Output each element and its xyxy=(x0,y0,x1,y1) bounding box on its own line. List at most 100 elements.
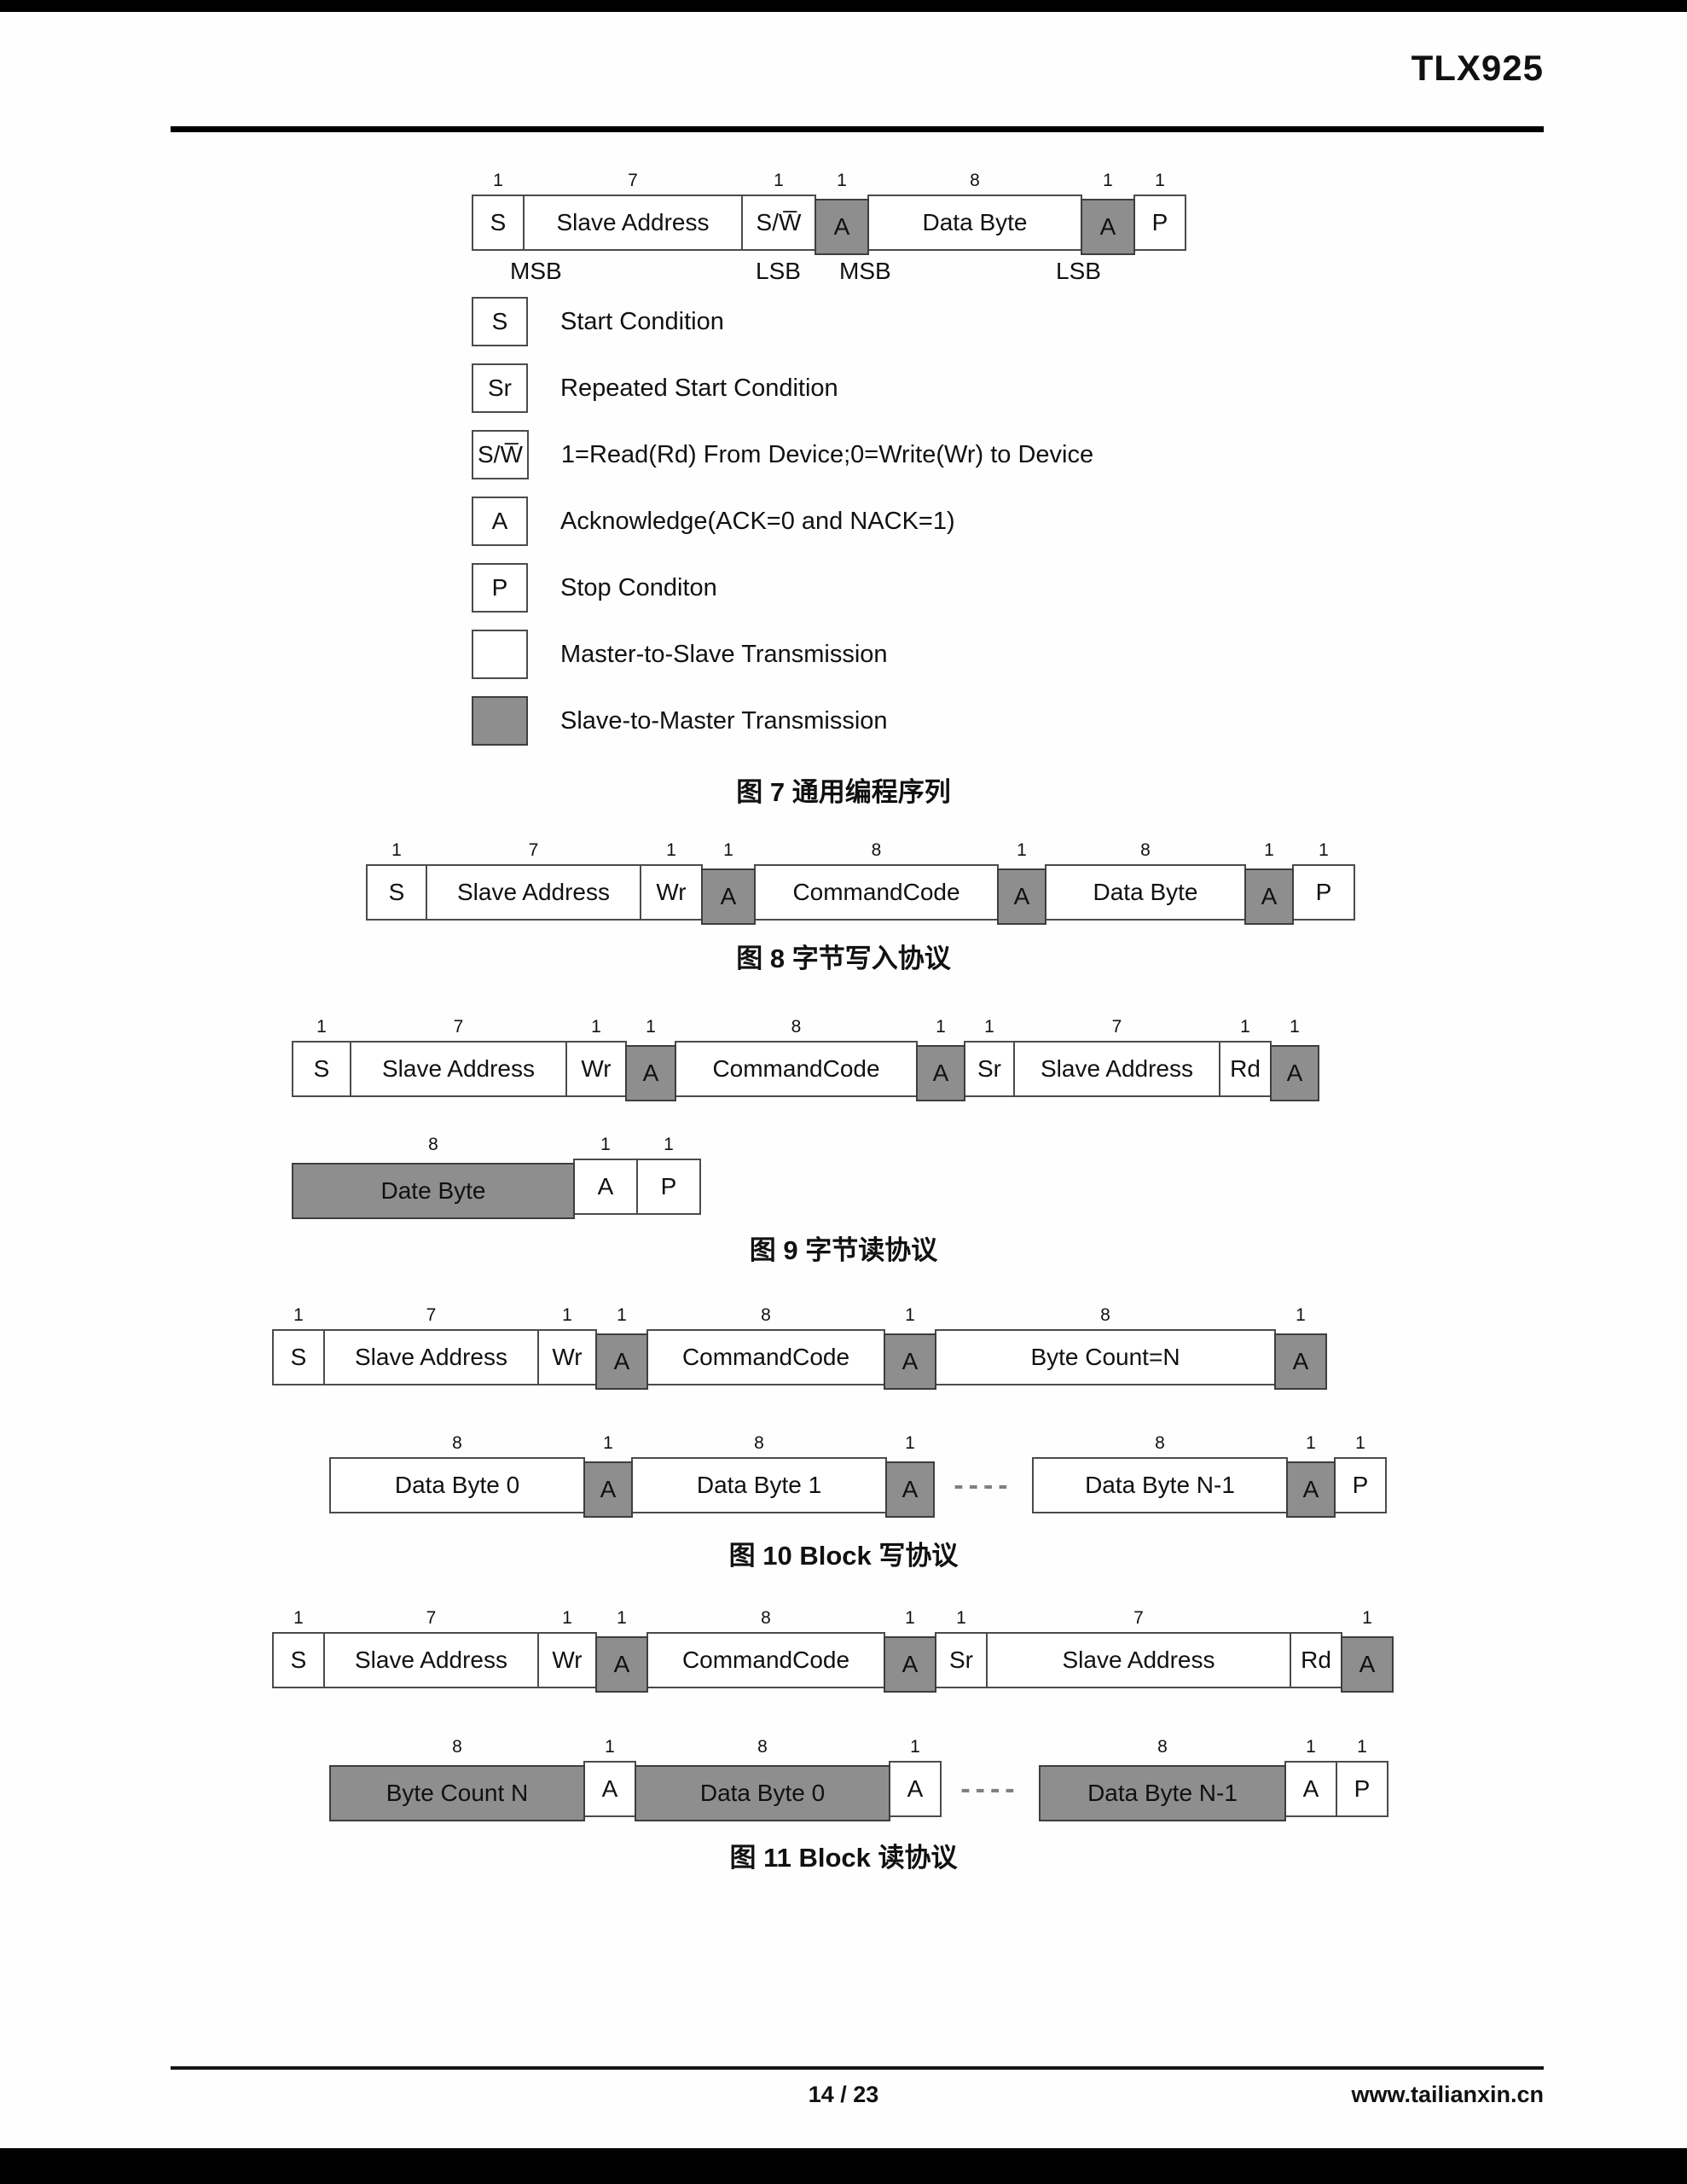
bit-width-label: 8 xyxy=(970,171,980,190)
bit-width-label: 1 xyxy=(984,1017,994,1037)
protocol-field-box: Rd xyxy=(1290,1632,1342,1688)
bit-width-label: 1 xyxy=(1264,840,1274,860)
protocol-field-box: A xyxy=(884,1333,936,1390)
bit-width-label: 1 xyxy=(936,1017,946,1037)
msb-label: MSB xyxy=(510,258,562,284)
header-rule xyxy=(171,126,1544,132)
bit-width-label: 1 xyxy=(837,171,847,190)
bit-width-label: 1 xyxy=(1290,1017,1300,1037)
protocol-field-box: A xyxy=(1341,1636,1394,1693)
fig10-caption: 图 10 Block 写协议 xyxy=(728,1541,959,1571)
bit-width-label: 7 xyxy=(628,171,638,190)
bit-width-label: 8 xyxy=(1157,1737,1168,1757)
bottom-black-bar xyxy=(0,2148,1687,2184)
protocol-field-box: Data Byte xyxy=(1045,864,1246,921)
legend-label: 1=Read(Rd) From Device;0=Write(Wr) to De… xyxy=(560,440,1094,468)
lsb-label: LSB xyxy=(1056,258,1101,284)
legend-symbol-box xyxy=(472,630,528,679)
legend-label: Stop Conditon xyxy=(560,573,717,601)
bit-width-label: 8 xyxy=(428,1135,438,1154)
protocol-field-box: A xyxy=(916,1045,965,1101)
bit-width-label: 1 xyxy=(956,1608,966,1628)
bit-width-label: 1 xyxy=(1296,1305,1306,1325)
protocol-field-box: A xyxy=(1081,199,1135,255)
protocol-field-box: Slave Address xyxy=(323,1632,539,1688)
protocol-field-box: A xyxy=(1274,1333,1327,1390)
protocol-field-box: A xyxy=(1244,868,1294,925)
protocol-field-box: S xyxy=(272,1329,325,1385)
bit-width-label: 1 xyxy=(316,1017,327,1037)
continuation-gap: ---- xyxy=(940,1735,1041,1817)
field-rd: Rd xyxy=(1290,1606,1342,1688)
protocol-field-box: A xyxy=(885,1461,935,1518)
page-title: TLX925 xyxy=(1411,48,1544,88)
bit-width-label: 8 xyxy=(452,1433,462,1453)
legend-item: Slave-to-Master Transmission xyxy=(472,696,1093,746)
bit-width-label: 1 xyxy=(1155,171,1165,190)
bit-width-label: 1 xyxy=(1357,1737,1367,1757)
protocol-field-box: Wr xyxy=(640,864,703,921)
bit-width-label: 1 xyxy=(1355,1433,1365,1453)
legend-label: Acknowledge(ACK=0 and NACK=1) xyxy=(560,507,955,535)
protocol-field-box: S/W̅ xyxy=(741,195,816,251)
legend-symbol-box: Sr xyxy=(472,363,528,413)
protocol-field-box: CommandCode xyxy=(646,1632,885,1688)
protocol-field-box: Data Byte N-1 xyxy=(1039,1765,1286,1821)
msb-label: MSB xyxy=(839,258,891,284)
protocol-field-box: CommandCode xyxy=(646,1329,885,1385)
protocol-field-box: Byte Count=N xyxy=(935,1329,1276,1385)
protocol-field-box: A xyxy=(884,1636,936,1693)
bit-width-label: 1 xyxy=(391,840,402,860)
bit-width-label: 7 xyxy=(1133,1608,1144,1628)
bit-width-label: 1 xyxy=(723,840,733,860)
legend-label: Start Condition xyxy=(560,307,724,335)
protocol-field-box: P xyxy=(1336,1761,1388,1817)
protocol-field-box: Slave Address xyxy=(323,1329,539,1385)
protocol-field-box: Rd xyxy=(1219,1041,1272,1097)
bit-width-label: 1 xyxy=(664,1135,674,1154)
legend-symbol-box: A xyxy=(472,497,528,546)
bit-width-label: 1 xyxy=(293,1305,304,1325)
protocol-field-box: A xyxy=(595,1333,648,1390)
top-black-bar xyxy=(0,0,1687,12)
protocol-field-box: A xyxy=(1284,1761,1337,1817)
protocol-field-box: A xyxy=(997,868,1046,925)
bit-width-label: 1 xyxy=(603,1433,613,1453)
bit-width-label: 1 xyxy=(905,1305,915,1325)
footer-rule xyxy=(171,2066,1544,2070)
bit-width-label: 8 xyxy=(754,1433,764,1453)
protocol-field-box: Wr xyxy=(537,1632,597,1688)
bit-width-label xyxy=(1290,1606,1342,1632)
protocol-field-box: A xyxy=(625,1045,676,1101)
ellipsis-dashes: ---- xyxy=(954,1468,1013,1502)
bit-width-label: 1 xyxy=(646,1017,656,1037)
